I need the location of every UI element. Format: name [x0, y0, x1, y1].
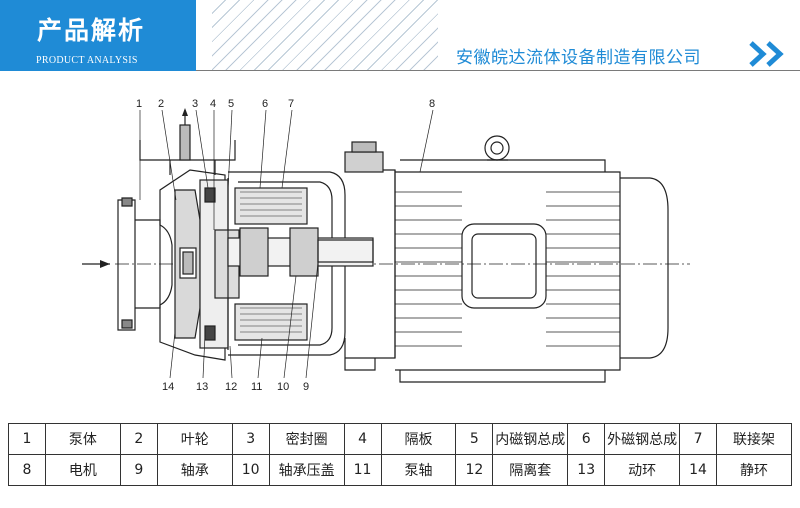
part-number: 6	[567, 423, 606, 455]
callout-9: 9	[303, 381, 309, 393]
part-name: 泵体	[45, 423, 121, 455]
outer-magnet	[234, 187, 308, 341]
part-name: 隔板	[380, 423, 457, 455]
impeller	[174, 189, 201, 339]
part-number: 5	[455, 423, 494, 455]
header-divider	[196, 70, 800, 71]
pump-cross-section-diagram: 1 2 3 4 5 6 7 8 14 13 12 11 10 9	[82, 98, 690, 393]
part-number: 14	[679, 454, 718, 486]
part-name: 动环	[604, 454, 681, 486]
pump-body	[117, 108, 236, 361]
parts-table: 1 泵体 2 叶轮 3 密封圈 4 隔板 5 内磁钢总成 6 外磁钢总成 7 联…	[8, 423, 792, 486]
part-name: 轴承压盖	[268, 454, 345, 486]
part-number: 2	[119, 423, 158, 455]
part-number: 3	[231, 423, 270, 455]
part-name: 联接架	[716, 423, 792, 455]
part-name: 隔离套	[492, 454, 569, 486]
header-tab: 产品解析 PRODUCT ANALYSIS	[0, 0, 196, 71]
callout-11: 11	[251, 381, 262, 393]
callout-1: 1	[136, 98, 142, 110]
callout-12: 12	[225, 381, 237, 393]
part-name: 轴承	[156, 454, 233, 486]
part-number: 12	[455, 454, 494, 486]
part-number: 10	[231, 454, 270, 486]
part-number: 8	[8, 454, 46, 486]
callout-2: 2	[158, 98, 164, 110]
double-chevron-right-icon	[749, 41, 784, 67]
part-name: 密封圈	[268, 423, 345, 455]
part-name: 外磁钢总成	[604, 423, 681, 455]
part-number: 1	[8, 423, 46, 455]
callout-14: 14	[162, 381, 174, 393]
part-number: 9	[119, 454, 158, 486]
part-name: 泵轴	[380, 454, 457, 486]
callout-10: 10	[277, 381, 289, 393]
pump-shaft	[227, 227, 374, 277]
callout-8: 8	[429, 98, 435, 110]
callout-4: 4	[210, 98, 216, 110]
part-name: 静环	[716, 454, 792, 486]
part-name: 叶轮	[156, 423, 233, 455]
callout-5: 5	[228, 98, 234, 110]
part-number: 7	[679, 423, 718, 455]
header-decoration	[212, 0, 438, 70]
table-row: 8 电机 9 轴承 10 轴承压盖 11 泵轴 12 隔离套 13 动环 14 …	[8, 454, 792, 486]
table-row: 1 泵体 2 叶轮 3 密封圈 4 隔板 5 内磁钢总成 6 外磁钢总成 7 联…	[8, 423, 792, 455]
callout-13: 13	[196, 381, 208, 393]
part-number: 4	[343, 423, 382, 455]
motor	[395, 135, 669, 383]
part-name: 电机	[45, 454, 121, 486]
callout-leaders-top	[139, 109, 434, 230]
connecting-frame	[344, 141, 396, 371]
part-number: 13	[567, 454, 606, 486]
callout-6: 6	[262, 98, 268, 110]
page-subtitle: PRODUCT ANALYSIS	[36, 55, 138, 66]
page-title: 产品解析	[37, 16, 146, 45]
callout-3: 3	[192, 98, 198, 110]
part-number: 11	[343, 454, 382, 486]
company-name: 安徽皖达流体设备制造有限公司	[456, 48, 701, 68]
callout-leaders-bottom	[169, 261, 319, 379]
callout-7: 7	[288, 98, 294, 110]
part-name: 内磁钢总成	[492, 423, 569, 455]
